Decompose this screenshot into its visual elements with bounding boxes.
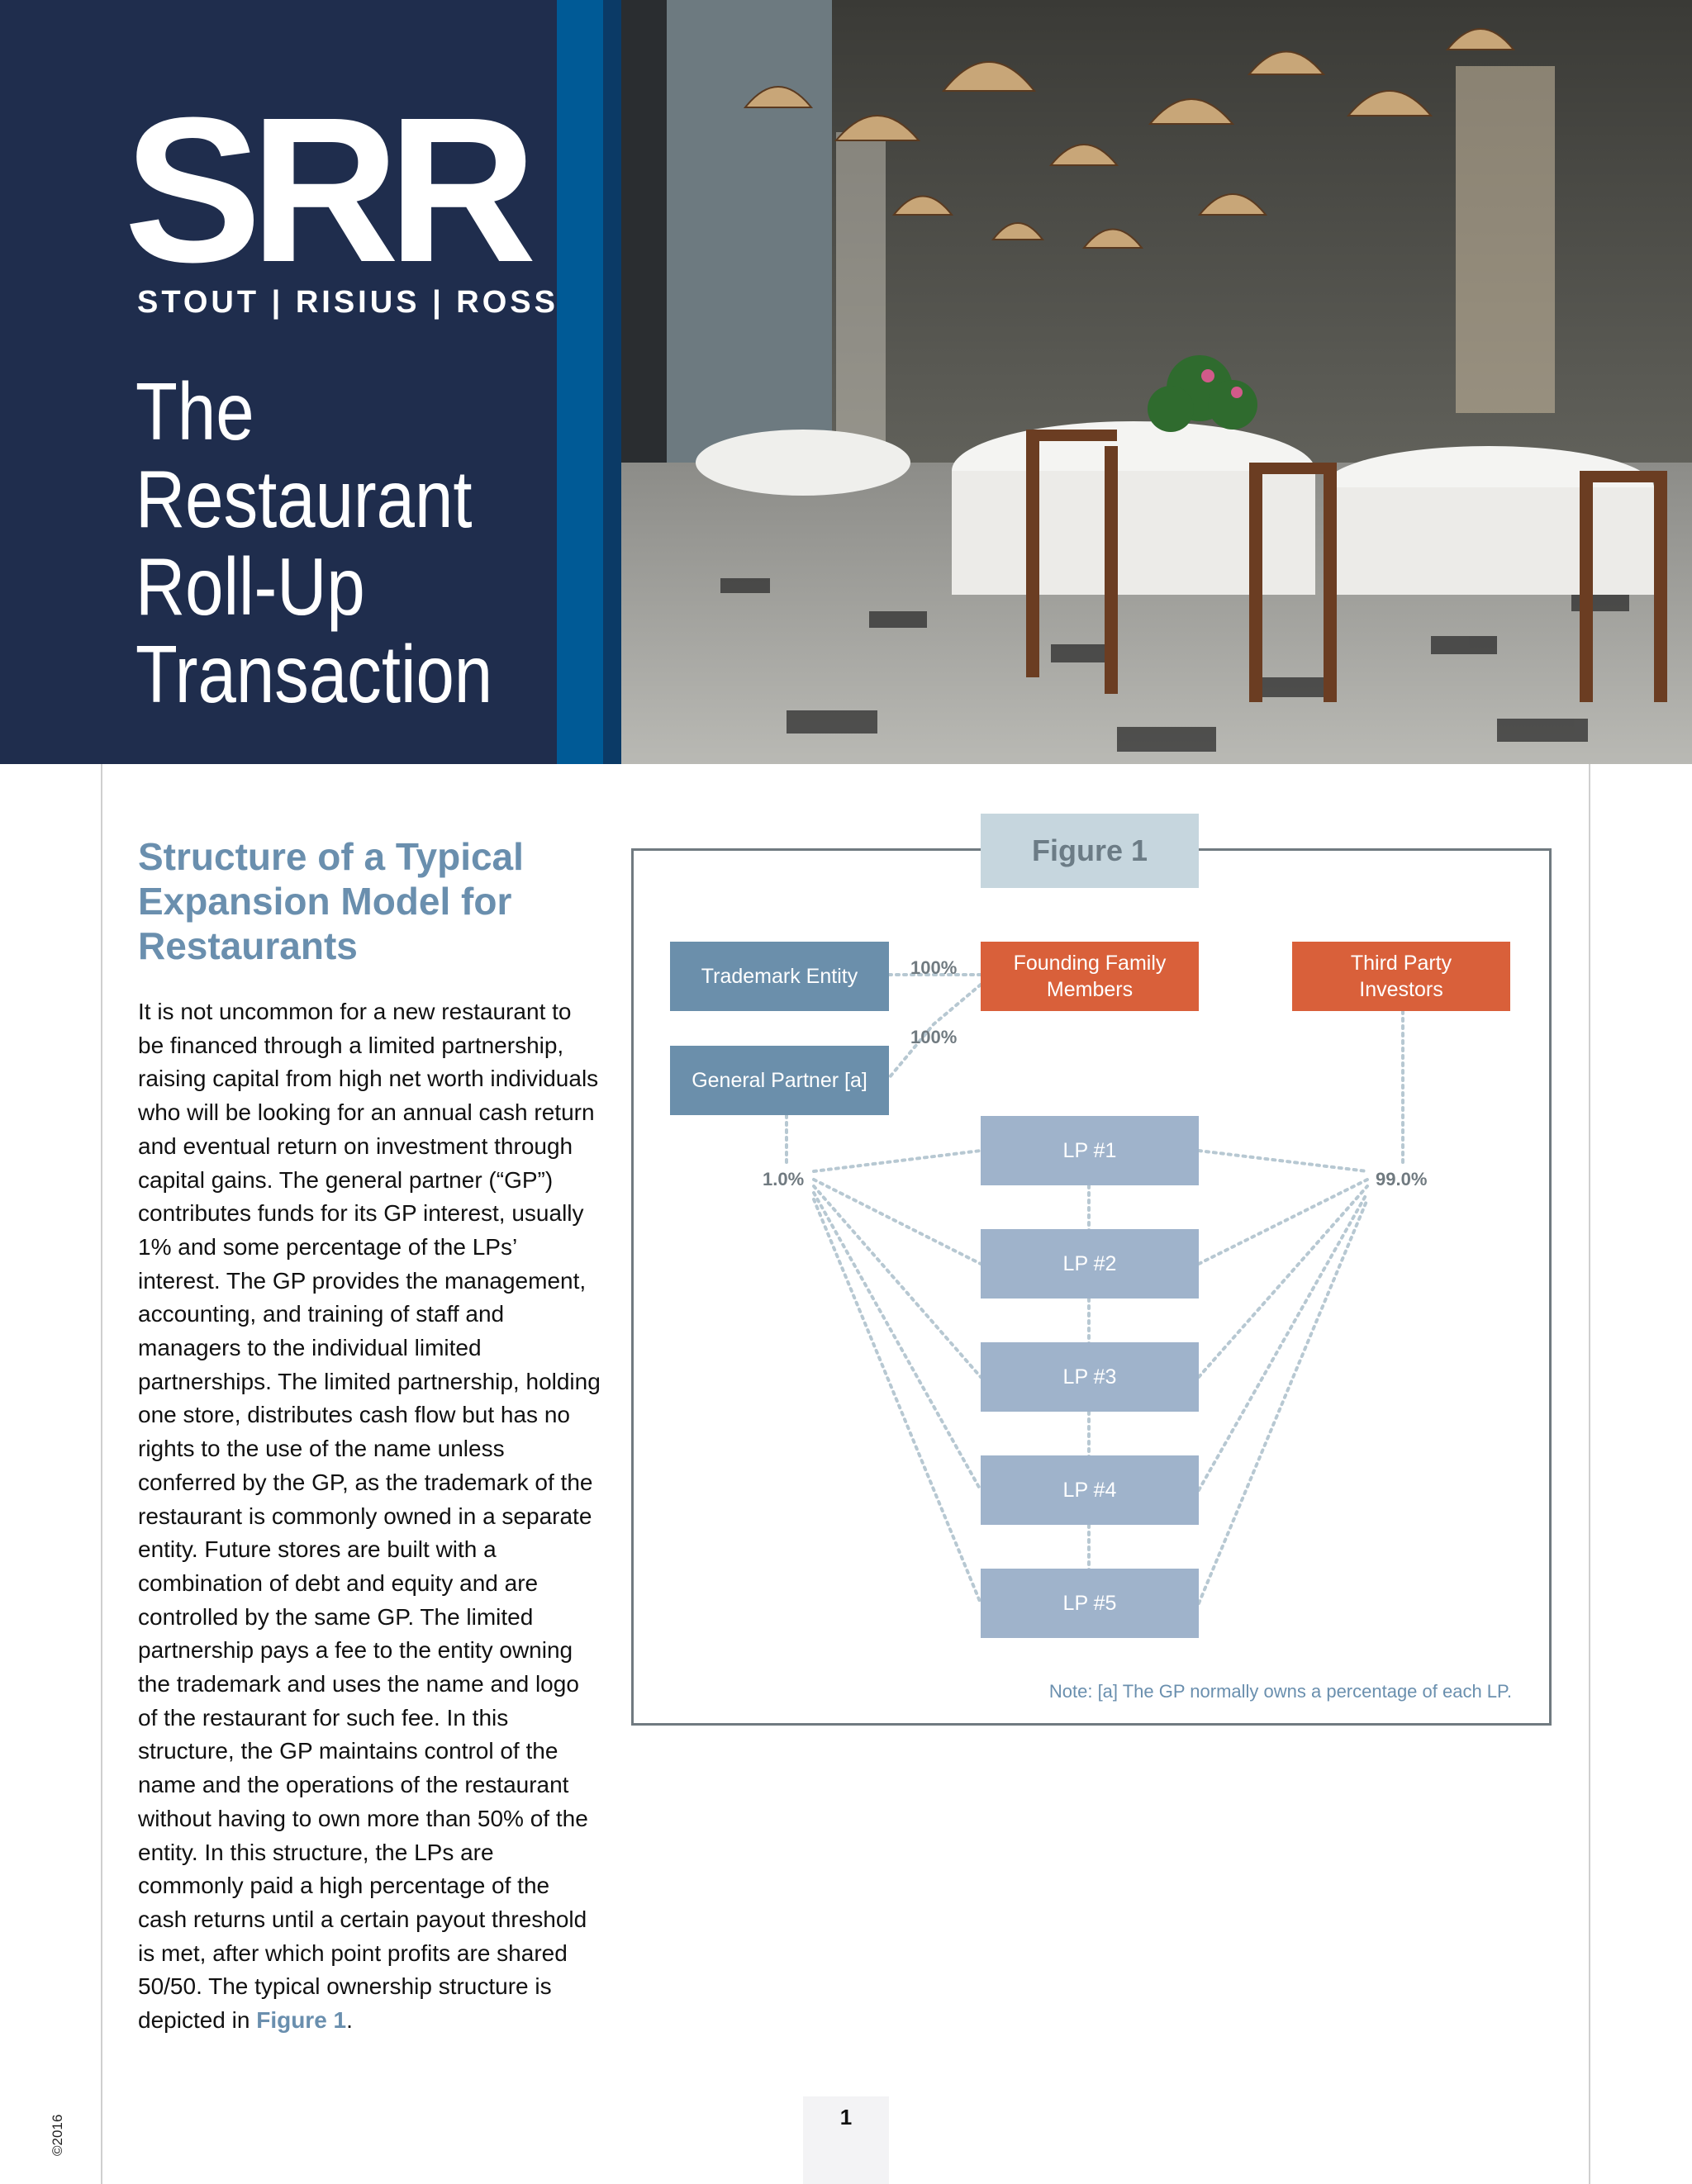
dark-stripe xyxy=(603,0,621,764)
page-number: 1 xyxy=(839,2105,853,2129)
title-line: Transaction xyxy=(135,629,493,719)
title-line: Restaurant xyxy=(135,453,473,544)
restaurant-photo xyxy=(621,0,1692,764)
left-rule xyxy=(101,764,102,2184)
lp-3-node: LP #3 xyxy=(981,1342,1199,1412)
srr-logo: SRR xyxy=(124,74,537,305)
pct-label-gp: 100% xyxy=(910,1027,958,1047)
figure-title: Figure 1 xyxy=(981,814,1199,888)
body-text: It is not uncommon for a new restaurant … xyxy=(138,999,601,2034)
trademark-entity-node: Trademark Entity xyxy=(670,942,889,1011)
logo-subtitle: STOUT | RISIUS | ROSS xyxy=(137,285,558,320)
lp-5-node: LP #5 xyxy=(981,1569,1199,1638)
general-partner-node: General Partner [a] xyxy=(670,1046,889,1115)
navy-panel xyxy=(0,0,557,764)
page-number-tab xyxy=(803,2096,889,2184)
title-line: Roll-Up xyxy=(135,541,365,632)
blue-stripe xyxy=(557,0,603,764)
figure-link[interactable]: Figure 1 xyxy=(256,2007,347,2034)
lp-1-node: LP #1 xyxy=(981,1116,1199,1185)
body-paragraph: It is not uncommon for a new restaurant … xyxy=(138,995,601,2038)
document-title: The Restaurant Roll-Up Transaction xyxy=(135,366,493,719)
right-rule xyxy=(1589,764,1590,2184)
section-title: Structure of a Typical Expansion Model f… xyxy=(138,835,524,967)
lp-4-node: LP #4 xyxy=(981,1455,1199,1525)
title-line: The xyxy=(135,366,254,457)
cover-header: SRR STOUT | RISIUS | ROSS The Restaurant… xyxy=(0,0,1692,764)
figure-note: Note: [a] The GP normally owns a percent… xyxy=(1048,1681,1512,1702)
pct-label-gp-share: 1.0% xyxy=(763,1169,805,1189)
third-party-investors-node: Third Party Investors xyxy=(1292,942,1510,1011)
founding-family-node: Founding Family Members xyxy=(981,942,1199,1011)
pct-label-trademark: 100% xyxy=(910,957,958,978)
pct-label-investor-share: 99.0% xyxy=(1376,1169,1428,1189)
body-end: . xyxy=(346,2007,353,2034)
lp-2-node: LP #2 xyxy=(981,1229,1199,1299)
